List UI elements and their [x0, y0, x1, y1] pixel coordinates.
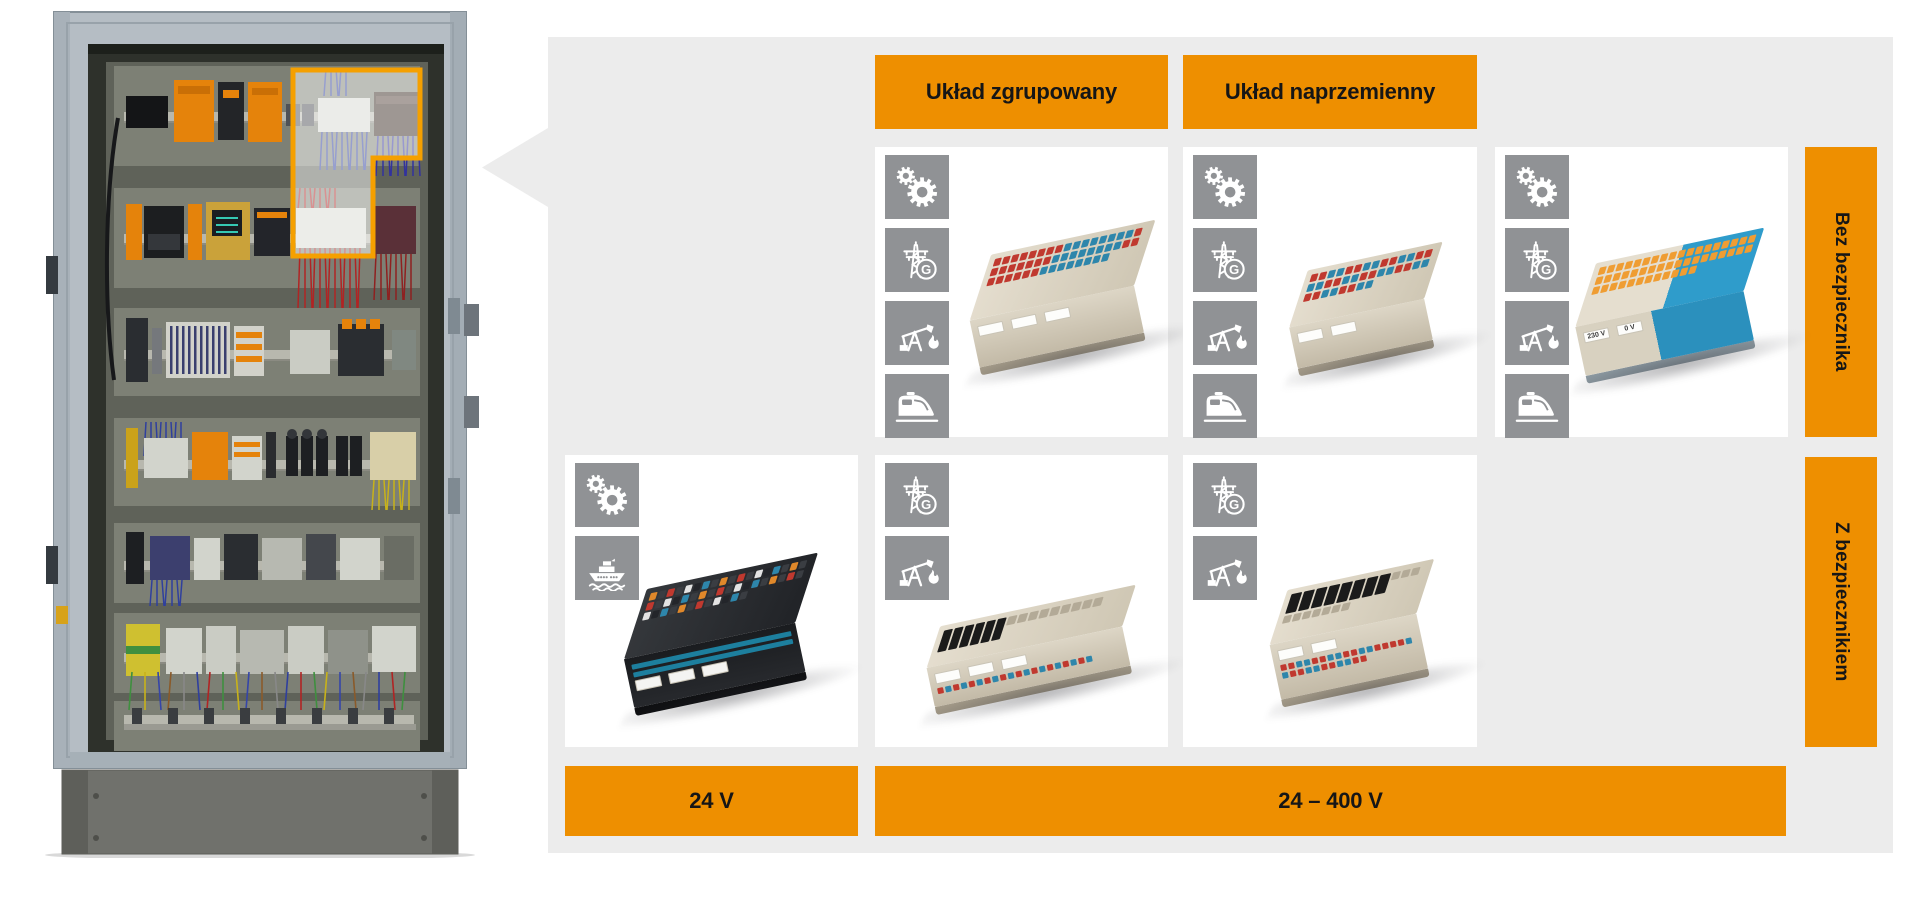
column-header-grouped: Układ zgrupowany — [875, 55, 1168, 129]
gears-icon — [885, 155, 949, 219]
row-header-no-fuse: Bez bezpiecznika — [1805, 147, 1877, 437]
product-image — [1278, 240, 1502, 397]
product-voltage-label: 230 V — [1582, 327, 1611, 344]
svg-text:G: G — [1229, 497, 1239, 512]
marine-icon — [575, 536, 639, 600]
power-generation-icon: G — [1193, 463, 1257, 527]
application-icons: G — [885, 155, 949, 438]
gears-icon — [1193, 155, 1257, 219]
column-header-alternating: Układ naprzemienny — [1183, 55, 1477, 129]
product-card-grouped-no-fuse[interactable]: G — [875, 147, 1213, 438]
oil-gas-icon — [1505, 301, 1569, 365]
svg-text:G: G — [1541, 262, 1551, 277]
voltage-footer-24v: 24 V — [565, 766, 858, 836]
application-icons — [575, 463, 639, 600]
power-generation-icon: G — [885, 463, 949, 527]
panel-arrow-tail — [482, 128, 548, 207]
product-card-alternating-with-fuse[interactable]: G — [1183, 455, 1497, 747]
voltage-footer-24-400v: 24 – 400 V — [875, 766, 1786, 836]
power-generation-icon: G — [1193, 228, 1257, 292]
cabinet-illustration — [45, 11, 479, 858]
svg-text:G: G — [1229, 262, 1239, 277]
product-image — [1259, 556, 1497, 729]
railway-icon — [885, 374, 949, 438]
application-icons: G — [1505, 155, 1569, 438]
row-header-with-fuse: Z bezpiecznikiem — [1805, 457, 1877, 747]
power-generation-icon: G — [1505, 228, 1569, 292]
cabinet-highlight-outline — [290, 67, 423, 259]
gears-icon — [575, 463, 639, 527]
product-voltage-label: 0 V — [1615, 320, 1644, 337]
product-card-24v[interactable] — [565, 455, 875, 747]
product-image — [957, 219, 1213, 396]
selector-panel: Układ zgrupowany Układ naprzemienny Bez … — [482, 37, 1893, 853]
application-icons: G — [1193, 463, 1257, 600]
product-image — [611, 552, 875, 737]
oil-gas-icon — [1193, 301, 1257, 365]
application-icons: G — [1193, 155, 1257, 438]
railway-icon — [1193, 374, 1257, 438]
product-image — [917, 581, 1200, 736]
power-generation-icon: G — [885, 228, 949, 292]
gears-icon — [1505, 155, 1569, 219]
product-card-grouped-with-fuse[interactable]: G — [875, 455, 1200, 747]
cabinet-photo — [40, 8, 480, 858]
svg-text:G: G — [921, 497, 931, 512]
svg-text:G: G — [921, 262, 931, 277]
product-card-alternating-no-fuse[interactable]: G — [1183, 147, 1502, 438]
application-icons: G — [885, 463, 949, 600]
railway-icon — [1505, 374, 1569, 438]
oil-gas-icon — [885, 301, 949, 365]
oil-gas-icon — [885, 536, 949, 600]
oil-gas-icon — [1193, 536, 1257, 600]
